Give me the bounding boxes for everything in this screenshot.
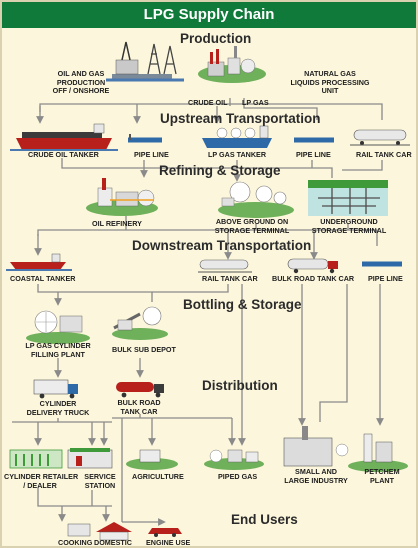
label-cylinder-delivery-truck: CYLINDER DELIVERY TRUCK (20, 399, 96, 417)
label-line: SMALL AND (295, 467, 337, 476)
piped-gas-icon (204, 449, 264, 470)
label-line: DELIVERY TRUCK (26, 407, 90, 417)
section-production: Production (180, 31, 252, 46)
label-coastal-tanker: COASTAL TANKER (10, 274, 76, 283)
label-line: PLANT (370, 475, 394, 485)
label-pipe-line-downstream: PIPE LINE (368, 274, 403, 283)
label-ngl-processing: NATURAL GAS LIQUIDS PROCESSING UNIT (280, 69, 380, 96)
petchem-plant-icon (348, 433, 408, 472)
label-line: STORAGE TERMINAL (214, 225, 290, 235)
cylinder-retailer-icon (9, 449, 63, 469)
lp-gas-tanker-icon (202, 125, 272, 148)
label-rail-tank-car-downstream: RAIL TANK CAR (202, 274, 258, 283)
label-rail-tank-car-upstream: RAIL TANK CAR (356, 150, 412, 159)
label-small-large-industry: SMALL AND LARGE INDUSTRY (278, 467, 354, 485)
label-line: SERVICE (84, 472, 116, 481)
label-engine-use: ENGINE USE (146, 538, 191, 547)
industry-icon (283, 426, 349, 467)
label-line: STORAGE TERMINAL (311, 225, 387, 235)
domestic-house-icon (96, 522, 132, 541)
label-lp-gas-cylinder-plant: LP GAS CYLINDER FILLING PLANT (18, 341, 98, 359)
label-crude-oil-tanker: CRUDE OIL TANKER (28, 150, 99, 159)
label-above-ground-storage: ABOVE GROUND ON STORAGE TERMINAL (210, 217, 294, 235)
label-line: OFF / ONSHORE (52, 86, 110, 95)
label-cylinder-retailer: CYLINDER RETAILER / DEALER (4, 472, 79, 490)
agriculture-icon (126, 449, 178, 470)
label-oil-gas-production: OIL AND GAS PRODUCTION OFF / ONSHORE (46, 69, 116, 96)
label-pipe-line-upstream: PIPE LINE (134, 150, 169, 159)
section-downstream-transportation: Downstream Transportation (132, 238, 312, 253)
label-cooking: COOKING (58, 538, 93, 547)
cylinder-delivery-truck-icon (33, 379, 78, 399)
label-line: ABOVE GROUND ON (215, 217, 289, 226)
label-line: NATURAL GAS (304, 69, 356, 78)
upstream-rail-tank-car-icon (350, 129, 410, 146)
label-pipe-line-upstream-2: PIPE LINE (296, 150, 331, 159)
downstream-rail-tank-car-icon (198, 259, 252, 273)
label-line: LP GAS CYLINDER (25, 341, 91, 350)
label-line: LARGE INDUSTRY (284, 475, 348, 485)
label-line: TANK CAR (120, 406, 158, 416)
upstream-pipe-line-icon (128, 134, 162, 143)
bulk-road-tank-car-icon (116, 382, 164, 398)
section-end-users: End Users (231, 512, 298, 527)
lp-gas-cylinder-plant-icon (26, 310, 90, 344)
service-station-icon (67, 448, 113, 469)
section-bottling-storage: Bottling & Storage (183, 297, 302, 312)
section-distribution: Distribution (202, 378, 278, 393)
label-petchem-plant: PETCHEM PLANT (362, 467, 402, 485)
label-line: UNIT (321, 86, 339, 95)
crude-oil-tanker-icon (10, 123, 118, 151)
ngl-plant-icon (198, 46, 266, 83)
bulk-sub-depot-icon (112, 306, 168, 340)
label-line: CYLINDER RETAILER (4, 472, 79, 481)
oil-refinery-icon (86, 178, 158, 216)
label-line: STATION (84, 480, 116, 490)
label-service-station: SERVICE STATION (80, 472, 120, 490)
label-line: LIQUIDS PROCESSING (290, 77, 370, 87)
cooking-icon (67, 523, 91, 537)
label-bulk-road-tank-car-downstream: BULK ROAD TANK CAR (272, 274, 355, 283)
label-underground-storage: UNDERGROUND STORAGE TERMINAL (307, 217, 391, 235)
offshore-rig-icon (106, 41, 184, 82)
label-line: FILLING PLANT (31, 349, 85, 359)
page-title: LPG Supply Chain (2, 2, 416, 28)
section-refining-storage: Refining & Storage (159, 163, 281, 178)
above-ground-storage-icon (218, 181, 294, 218)
label-bulk-road-tank-car: BULK ROAD TANK CAR (114, 398, 164, 416)
engine-use-car-icon (148, 528, 182, 537)
label-line: BULK ROAD (117, 398, 161, 407)
label-line: PRODUCTION (56, 77, 106, 87)
label-lp-gas-tanker: LP GAS TANKER (208, 150, 267, 159)
label-oil-refinery: OIL REFINERY (92, 219, 142, 228)
label-line: OIL AND GAS (57, 69, 105, 78)
label-bulk-sub-depot: BULK SUB DEPOT (112, 345, 176, 354)
label-line: PETCHEM (364, 467, 400, 476)
label-agriculture: AGRICULTURE (132, 472, 184, 481)
coastal-tanker-icon (6, 253, 72, 271)
underground-storage-icon (308, 180, 388, 216)
label-lp-gas: LP GAS (242, 98, 269, 107)
label-crude-oil: CRUDE OIL (188, 98, 228, 107)
label-line: CYLINDER (39, 399, 77, 408)
downstream-bulk-road-tank-car-icon (287, 258, 338, 274)
label-domestic: DOMESTIC (94, 538, 132, 547)
label-line: / DEALER (23, 480, 57, 490)
label-piped-gas: PIPED GAS (218, 472, 258, 481)
label-line: UNDERGROUND (320, 217, 378, 226)
section-upstream-transportation: Upstream Transportation (160, 111, 321, 126)
